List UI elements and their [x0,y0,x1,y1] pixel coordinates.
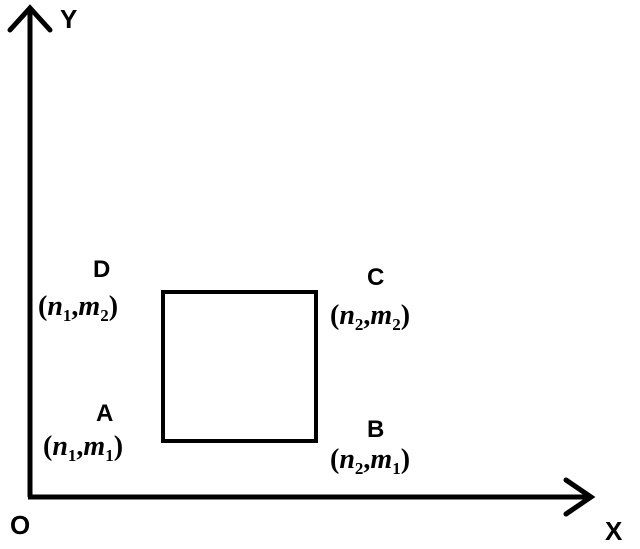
coord-m: m [370,444,392,475]
point-a-label: A [96,400,113,427]
point-c-label: C [367,264,384,291]
point-c-coords: (n2,m2) [330,300,410,334]
coord-m-subscript: 1 [392,459,401,478]
coord-n: n [47,291,63,322]
coord-n-subscript: 2 [355,459,364,478]
coord-open-paren: ( [38,291,47,322]
x-axis-arrowhead [563,477,596,517]
y-axis-arrowhead [7,4,53,33]
coord-m: m [78,291,100,322]
x-axis [28,477,596,517]
origin-label: O [10,510,30,540]
y-axis-label: Y [60,4,77,34]
point-b-coords: (n2,m1) [330,444,410,478]
point-d-coords: (n1,m2) [38,291,118,325]
coord-m-subscript: 2 [392,315,401,334]
coord-n-subscript: 1 [68,446,77,465]
coord-m: m [370,300,392,331]
coord-n-subscript: 1 [63,306,72,325]
coord-m-subscript: 2 [100,306,109,325]
coord-close-paren: ) [114,431,123,462]
coord-n: n [339,300,355,331]
coord-open-paren: ( [330,300,339,331]
coord-separator: , [76,431,83,462]
coord-open-paren: ( [43,431,52,462]
coord-close-paren: ) [109,291,118,322]
coord-n-subscript: 2 [355,315,364,334]
coord-close-paren: ) [401,300,410,331]
point-b-label: B [367,416,384,443]
y-axis [7,4,53,497]
coord-separator: , [71,291,78,322]
coord-m-subscript: 1 [105,446,114,465]
coord-m: m [83,431,105,462]
point-a-coords: (n1,m1) [43,431,123,465]
coord-open-paren: ( [330,444,339,475]
x-axis-label: X [605,516,623,546]
coord-close-paren: ) [401,444,410,475]
coord-separator: , [363,444,370,475]
rectangle-abcd [161,290,318,443]
coord-n: n [339,444,355,475]
point-d-label: D [93,256,110,283]
coord-separator: , [363,300,370,331]
coord-n: n [52,431,68,462]
